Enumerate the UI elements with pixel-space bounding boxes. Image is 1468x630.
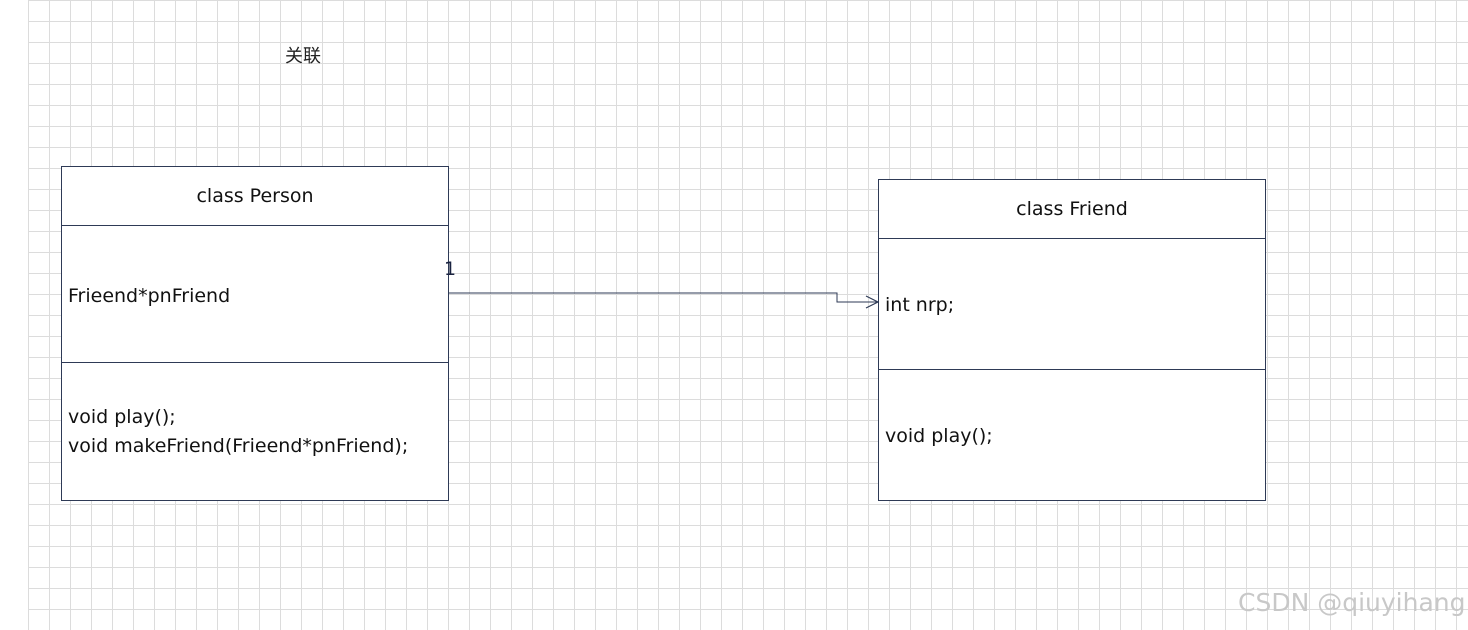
- class-person-attributes: Frieend*pnFriend: [62, 226, 448, 363]
- class-friend-methods: void play();: [879, 370, 1265, 500]
- left-margin: [0, 0, 28, 630]
- class-friend-name: class Friend: [1016, 198, 1128, 220]
- class-person-box[interactable]: class Person Frieend*pnFriend void play(…: [61, 166, 449, 501]
- class-friend-attributes: int nrp;: [879, 239, 1265, 370]
- class-friend-header: class Friend: [879, 180, 1265, 239]
- association-arrowhead: [865, 295, 880, 309]
- class-friend-box[interactable]: class Friend int nrp; void play();: [878, 179, 1266, 501]
- watermark-text: CSDN @qiuyihang: [1238, 588, 1466, 617]
- association-multiplicity: 1: [444, 258, 457, 280]
- class-person-name: class Person: [196, 185, 314, 207]
- class-person-method: void play();: [68, 406, 176, 428]
- class-person-method: void makeFriend(Frieend*pnFriend);: [68, 435, 409, 457]
- class-person-header: class Person: [62, 167, 448, 226]
- class-friend-attribute: int nrp;: [885, 294, 955, 316]
- association-line[interactable]: [449, 292, 878, 303]
- class-person-methods: void play(); void makeFriend(Frieend*pnF…: [62, 363, 448, 500]
- class-friend-method: void play();: [885, 425, 993, 447]
- diagram-title: 关联: [285, 46, 321, 67]
- class-person-attribute: Frieend*pnFriend: [68, 285, 231, 307]
